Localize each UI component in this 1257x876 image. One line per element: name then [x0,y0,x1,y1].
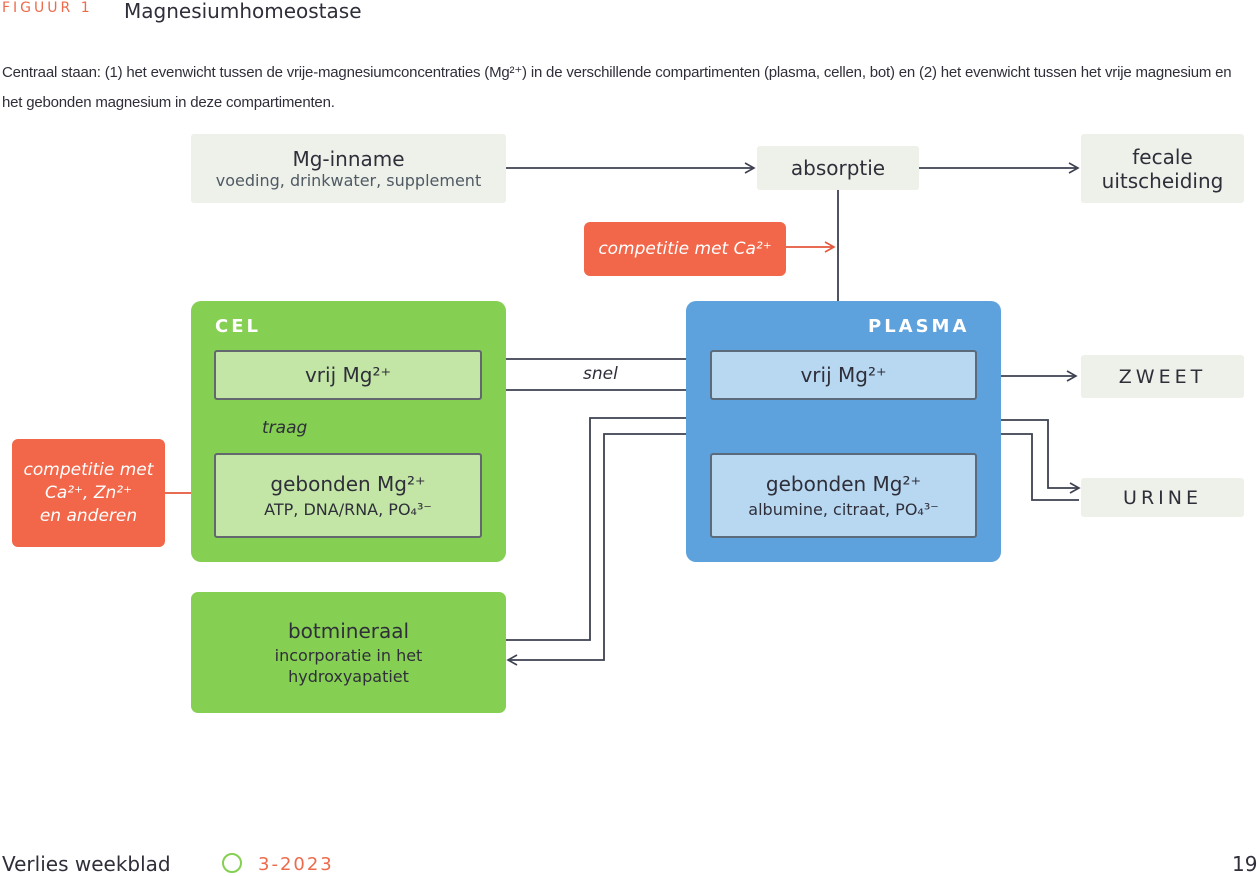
sweat-label: ZWEET [1118,365,1207,388]
urine-box: URINE [1081,478,1244,517]
page-number: 19 [1232,852,1257,876]
slow-label: traag [262,418,308,438]
plasma-bound-box: gebonden Mg²⁺ albumine, citraat, PO₄³⁻ [710,453,977,538]
fecal-box: fecale uitscheiding [1081,134,1244,203]
figure-caption: Centraal staan: (1) het evenwicht tussen… [2,64,1232,111]
plasma-bound-sub: albumine, citraat, PO₄³⁻ [748,500,939,519]
footer-journal: Verlies weekblad [2,852,171,876]
intake-title: Mg-inname [292,147,405,171]
absorption-label: absorptie [790,156,886,180]
plasma-free-label: vrij Mg²⁺ [800,363,887,387]
figure-title: Magnesiumhomeostase [124,0,362,23]
plasma-free-box: vrij Mg²⁺ [710,350,977,400]
bone-title: botmineraal [287,619,410,643]
footer-date: 3-2023 [258,854,334,875]
competition-cell-box: competitie met Ca²⁺, Zn²⁺ en anderen [12,439,165,547]
urine-label: URINE [1123,486,1202,509]
cell-bound-box: gebonden Mg²⁺ ATP, DNA/RNA, PO₄³⁻ [214,453,482,538]
intake-subtitle: voeding, drinkwater, supplement [215,171,482,190]
plasma-bound-title: gebonden Mg²⁺ [765,472,922,496]
cell-bound-title: gebonden Mg²⁺ [270,472,426,496]
journal-logo-icon [222,853,242,873]
cell-bound-sub: ATP, DNA/RNA, PO₄³⁻ [264,500,432,519]
competition-cell-line1: competitie met [23,459,154,480]
plasma-label: PLASMA [868,316,970,337]
figure-label: FIGUUR 1 [2,0,93,16]
competition-ca-box: competitie met Ca²⁺ [584,222,786,276]
sweat-box: ZWEET [1081,355,1244,398]
competition-cell-line2: Ca²⁺, Zn²⁺ [44,482,133,503]
intake-box: Mg-inname voeding, drinkwater, supplemen… [191,134,506,203]
competition-cell-line3: en anderen [39,505,138,526]
cell-label: CEL [215,316,261,337]
bone-line1: incorporatie in het [274,646,423,665]
fast-label: snel [583,364,618,384]
cell-free-box: vrij Mg²⁺ [214,350,482,400]
fecal-line2: uitscheiding [1101,168,1224,193]
cell-free-label: vrij Mg²⁺ [304,363,392,387]
fecal-line1: fecale [1132,144,1193,169]
competition-ca-label: competitie met Ca²⁺ [598,239,772,259]
bone-box: botmineraal incorporatie in het hydroxya… [191,592,506,713]
bone-line2: hydroxyapatiet [288,667,409,686]
absorption-box: absorptie [757,146,919,190]
